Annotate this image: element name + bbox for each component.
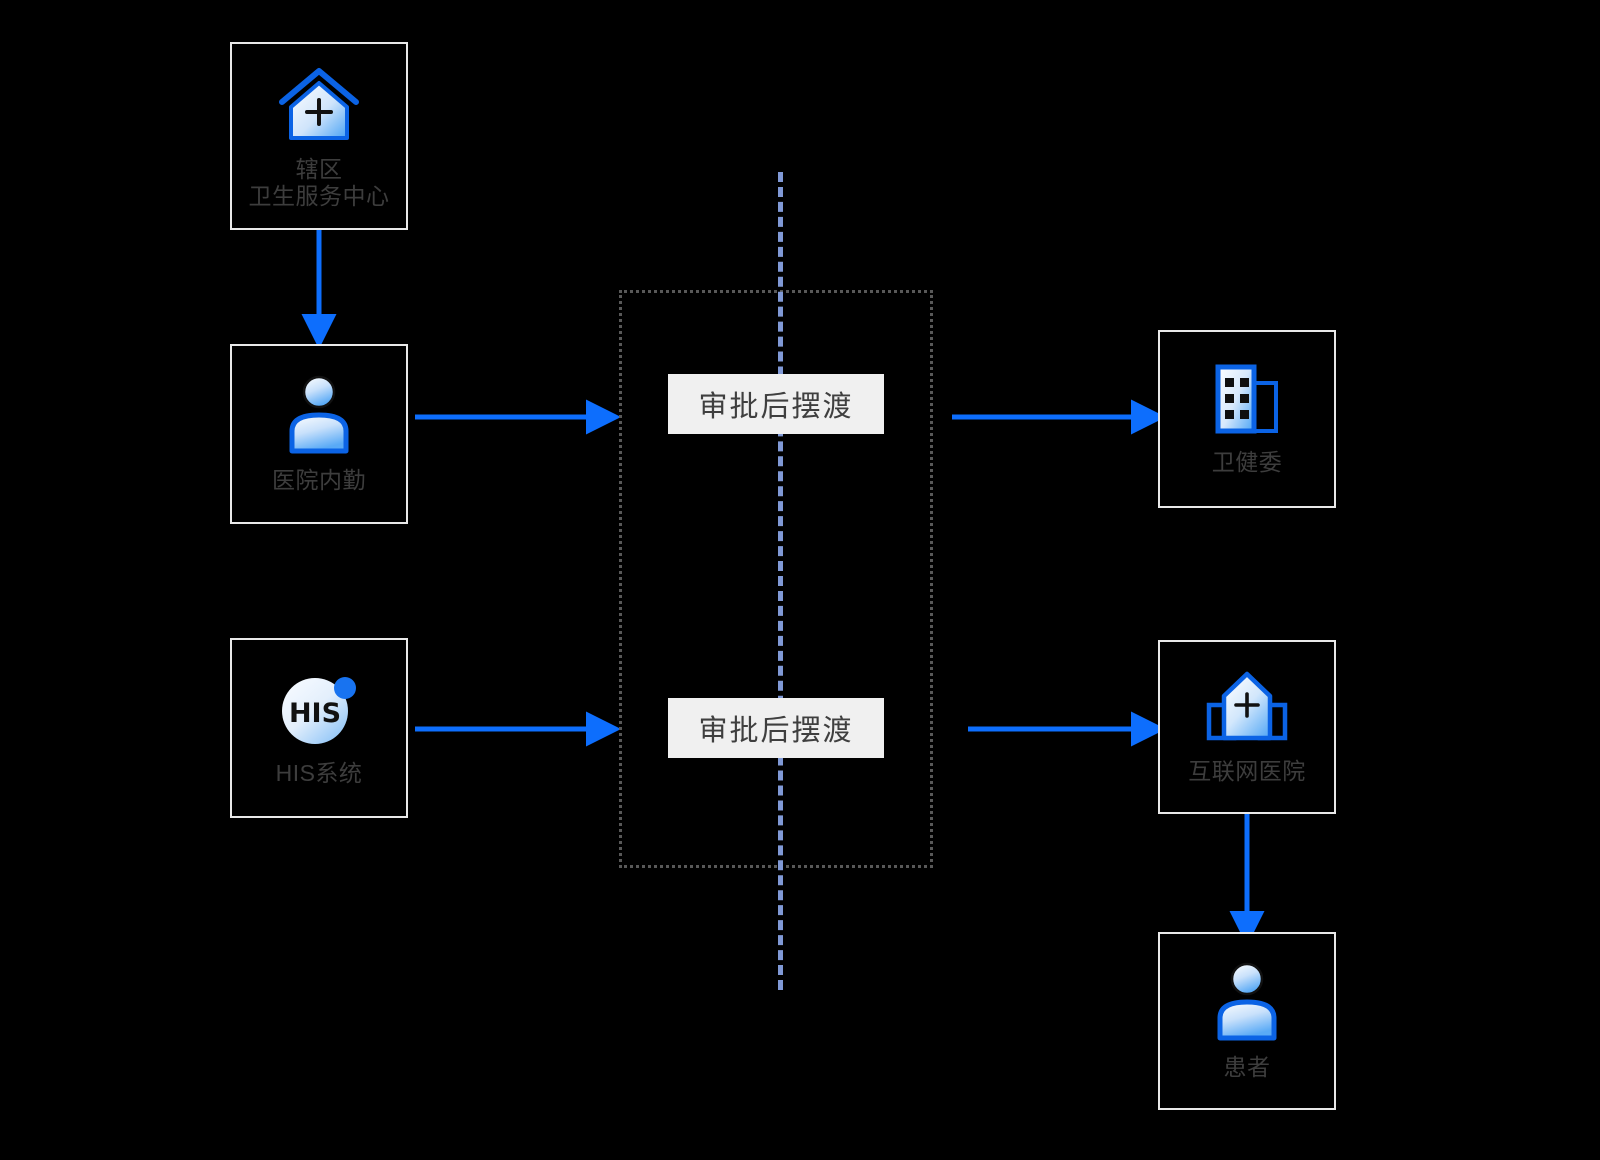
node-label: 医院内勤 <box>272 467 366 494</box>
ferry-label: 审批后摆渡 <box>698 713 854 747</box>
person-icon <box>1211 960 1283 1044</box>
his-badge-text: HIS <box>289 698 341 729</box>
node-label: 辖区 卫生服务中心 <box>248 155 390 209</box>
ferry-label: 审批后摆渡 <box>698 389 854 423</box>
ferry-box-bottom[interactable]: 审批后摆渡 <box>668 698 884 758</box>
node-hospital-office-staff[interactable]: 医院内勤 <box>230 344 408 524</box>
internet-hospital-icon <box>1201 668 1293 748</box>
node-label: HIS系统 <box>275 760 363 787</box>
office-building-icon <box>1206 361 1288 439</box>
node-internet-hospital[interactable]: 互联网医院 <box>1158 640 1336 814</box>
his-circle-icon: HIS <box>274 668 364 750</box>
node-label: 卫健委 <box>1211 449 1283 476</box>
network-boundary-divider <box>778 172 783 990</box>
node-community-health-center[interactable]: 辖区 卫生服务中心 <box>230 42 408 230</box>
node-label: 患者 <box>1223 1054 1271 1081</box>
ferry-box-top[interactable]: 审批后摆渡 <box>668 374 884 434</box>
node-his-system[interactable]: HIS HIS系统 <box>230 638 408 818</box>
hospital-house-icon <box>276 62 362 146</box>
node-patient[interactable]: 患者 <box>1158 932 1336 1110</box>
node-label: 互联网医院 <box>1188 758 1306 785</box>
node-health-commission[interactable]: 卫健委 <box>1158 330 1336 508</box>
approval-zone-boundary <box>619 290 933 868</box>
person-icon <box>283 373 355 457</box>
